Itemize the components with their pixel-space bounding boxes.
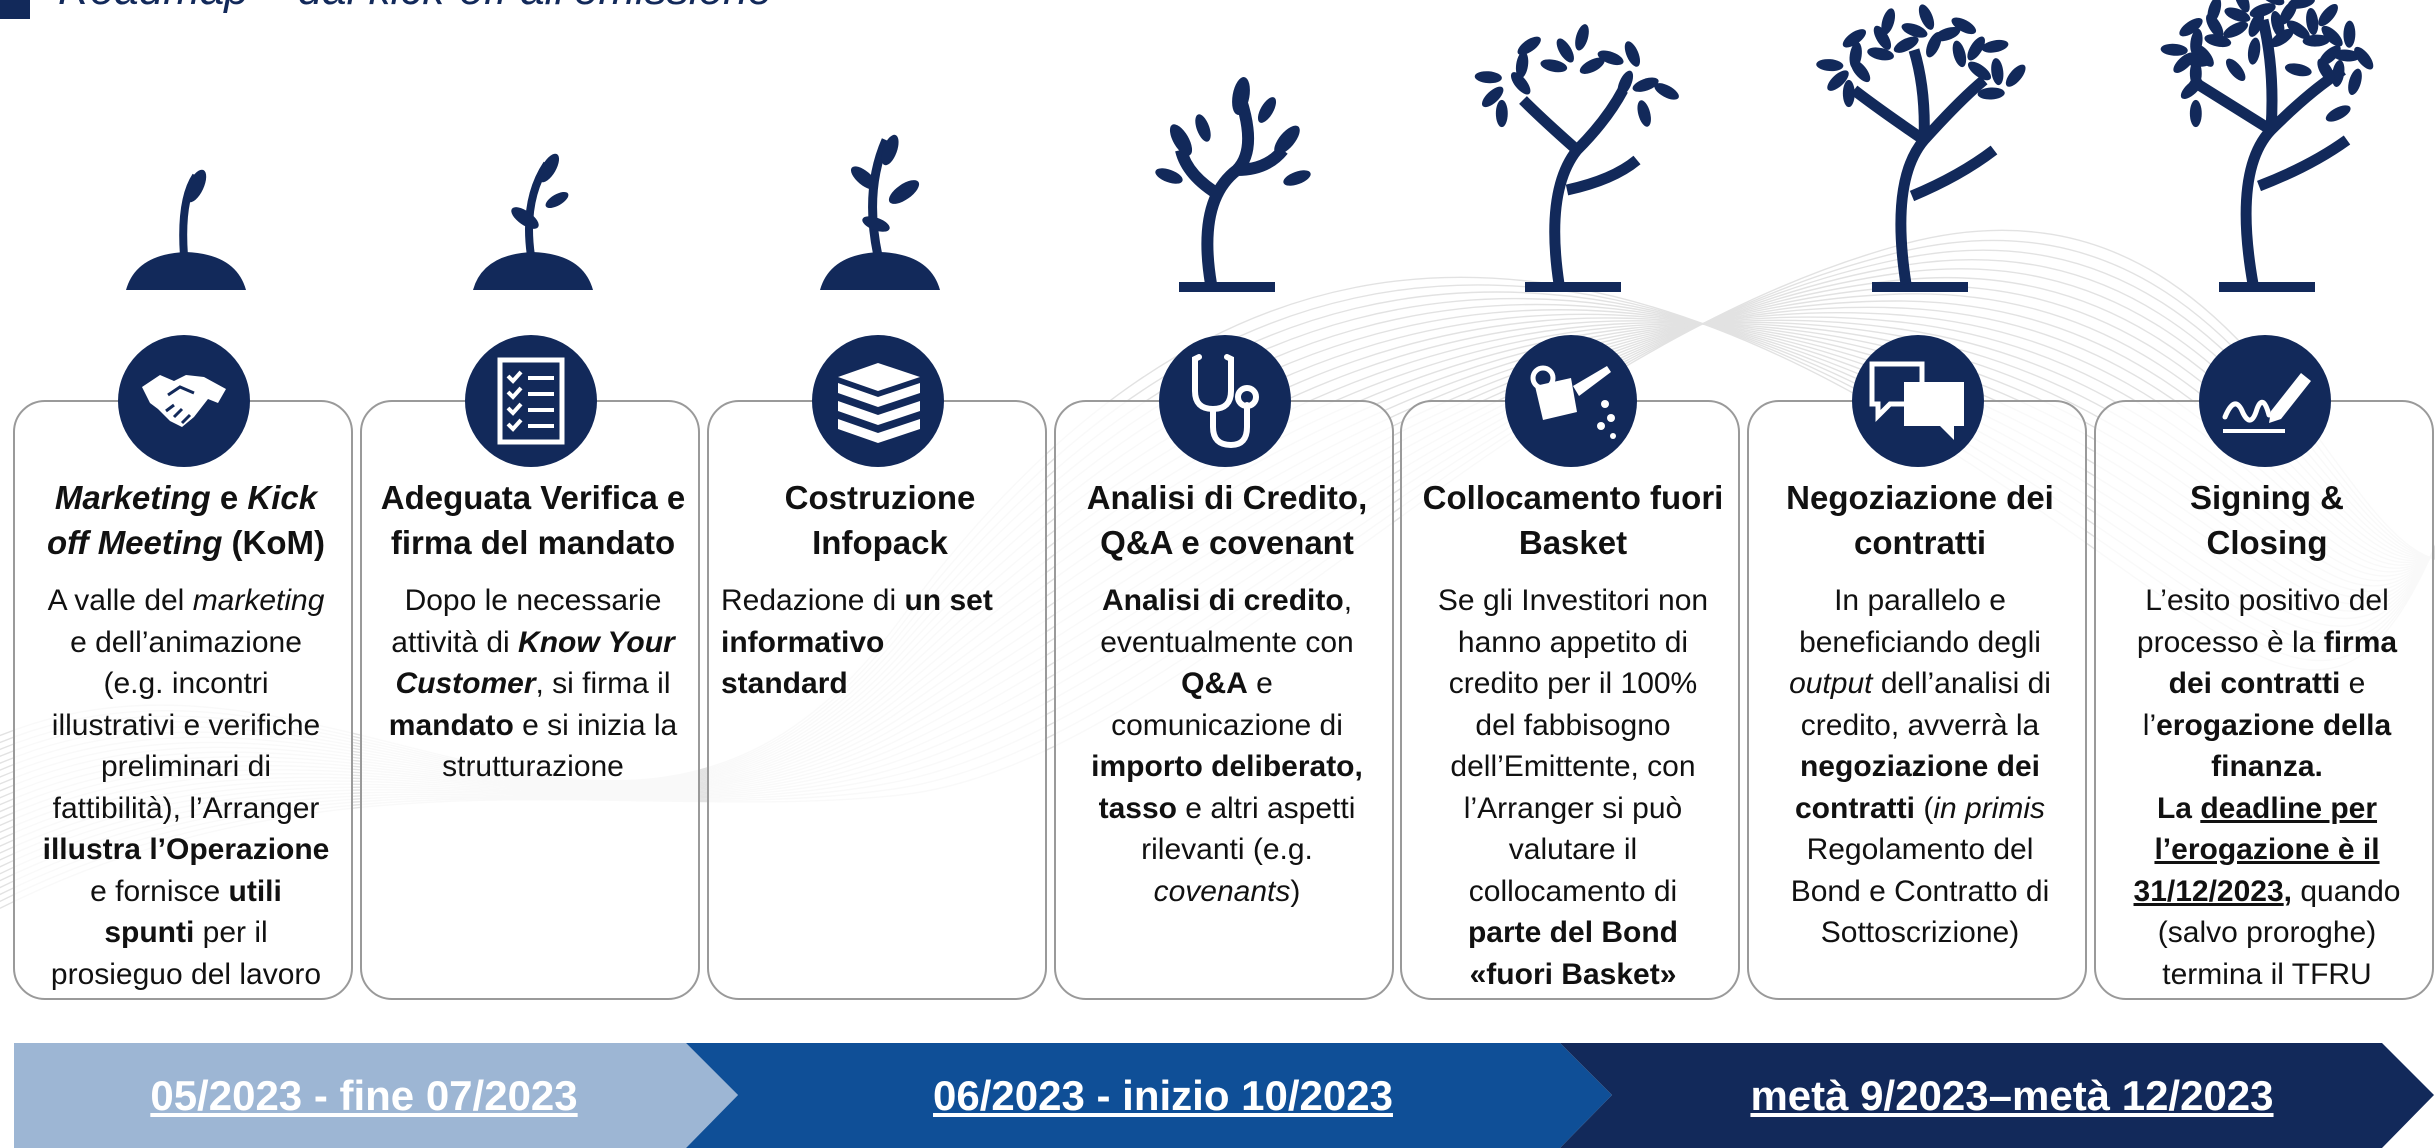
tree-growth-icon [1474,24,1679,292]
signature-pen-icon [2199,335,2331,467]
timeline-label-3: metà 9/2023–metà 12/2023 [1750,1071,2274,1119]
stage-title: Signing &Closing [2190,479,2344,561]
checklist-icon [465,335,597,467]
speech-bubbles-icon [1852,335,1984,467]
page-title: Roadmap – dal kick-off all’emissione [58,0,772,15]
stethoscope-icon [1159,335,1291,467]
books-icon [812,335,944,467]
title-bar: Roadmap – dal kick-off all’emissione [0,0,772,20]
stage-card [707,400,1047,1000]
handshake-icon [118,335,250,467]
tree-growth-icon [1155,77,1311,292]
timeline-label-1: 05/2023 - fine 07/2023 [150,1071,578,1119]
timeline-label-2: 06/2023 - inizio 10/2023 [933,1071,1393,1119]
stage-title: Analisi di Credito,Q&A e covenant [1086,479,1368,561]
watering-can-icon [1505,335,1637,467]
tree-growth-icon [2160,0,2374,292]
title-accent [0,0,30,19]
tree-growth-icon [820,134,940,290]
timeline-segment-3 [1560,1043,2434,1148]
timeline-banner [14,1043,2434,1148]
stage-card [2094,400,2434,1000]
stage-card [1054,400,1394,1000]
tree-growth-icon [473,153,593,290]
stage-card [1400,400,1740,1000]
timeline-segment-1 [14,1043,738,1148]
stage-card [1747,400,2087,1000]
timeline-segment-2 [686,1043,1612,1148]
tree-growth-icon [1816,4,2026,292]
stage-card [13,400,353,1000]
tree-growth-icon [126,169,246,290]
